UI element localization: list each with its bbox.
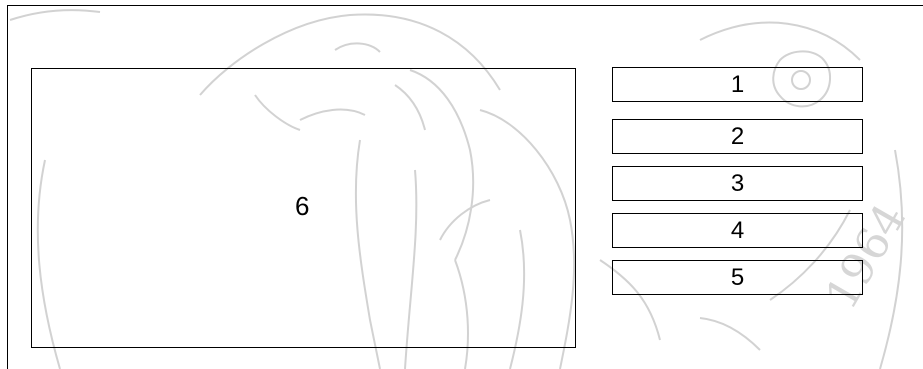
main-panel-box: 6 [31, 68, 576, 348]
frame-left-border [7, 5, 8, 369]
side-box-5-label: 5 [731, 264, 744, 292]
main-panel-label: 6 [295, 191, 309, 222]
side-box-5: 5 [612, 260, 863, 295]
side-box-2: 2 [612, 119, 863, 154]
side-box-4: 4 [612, 213, 863, 248]
side-box-1-label: 1 [731, 71, 744, 99]
frame-top-border [7, 5, 923, 6]
side-box-3: 3 [612, 166, 863, 201]
side-box-4-label: 4 [731, 217, 744, 245]
side-box-1: 1 [612, 67, 863, 102]
side-box-3-label: 3 [731, 170, 744, 198]
side-box-2-label: 2 [731, 123, 744, 151]
